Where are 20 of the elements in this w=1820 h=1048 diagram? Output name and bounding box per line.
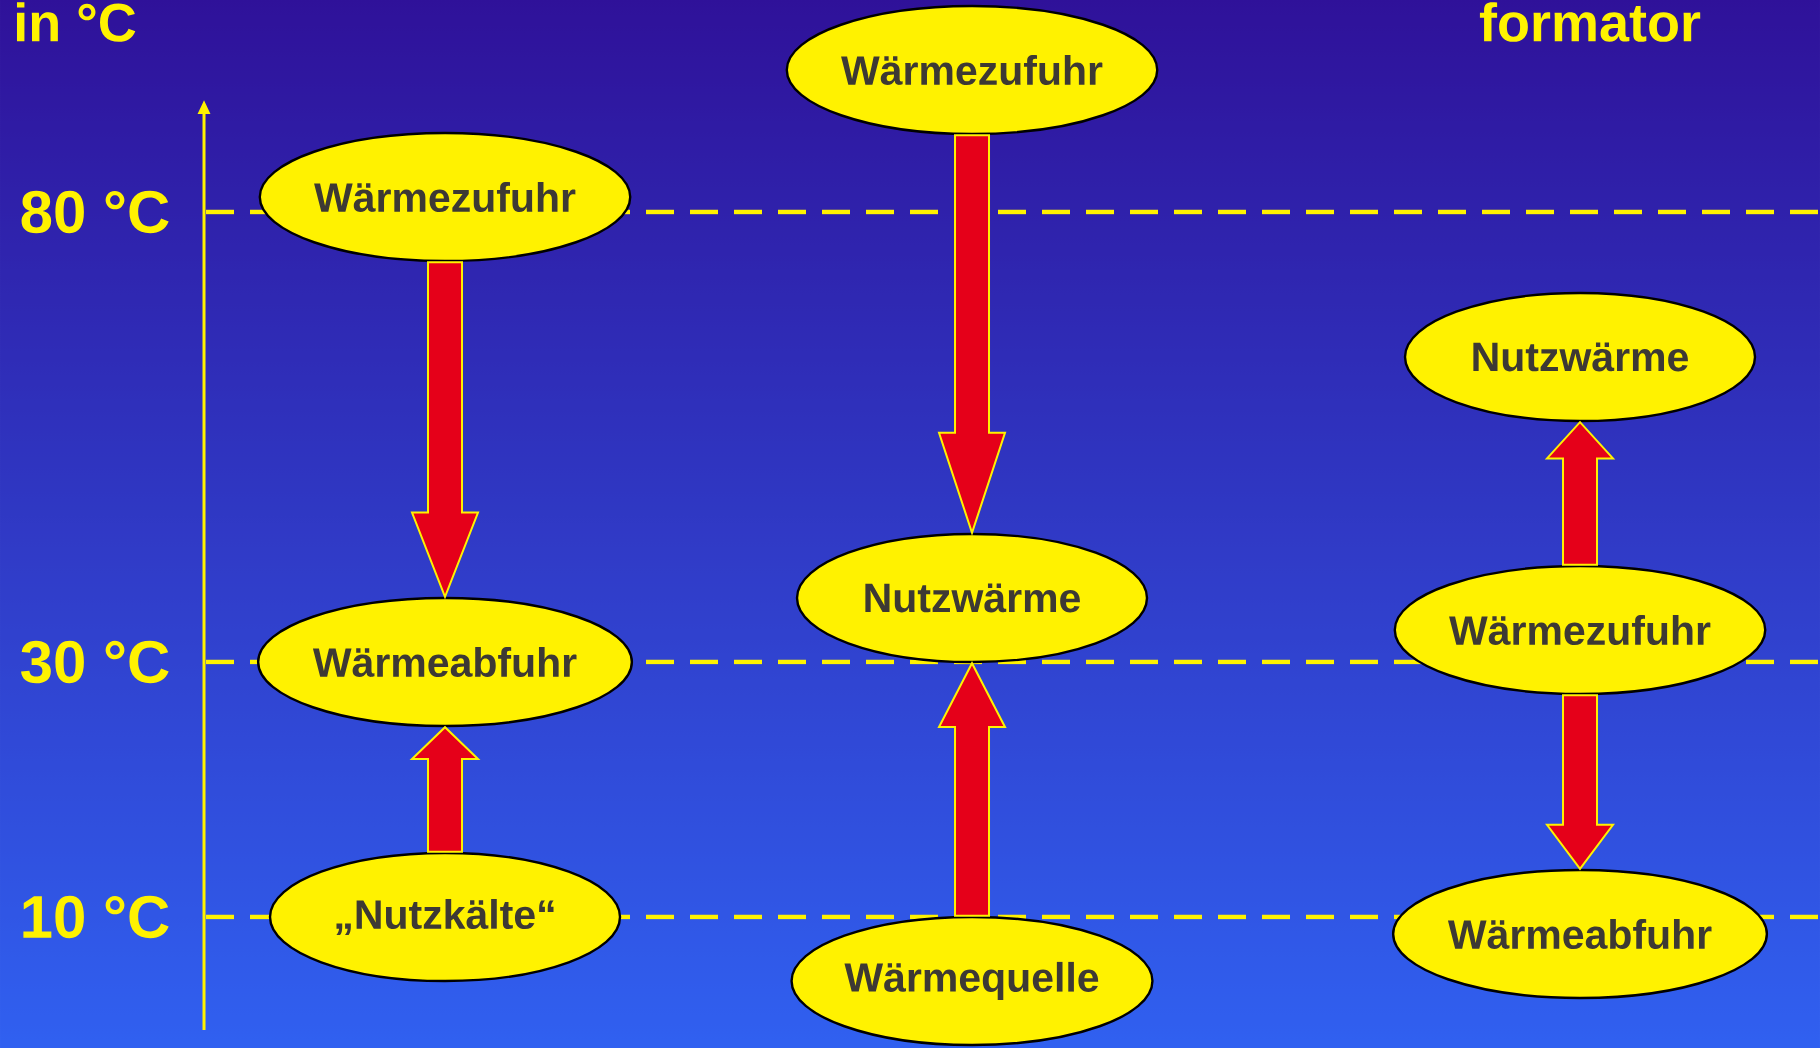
ellipse-node: Wärmeabfuhr — [1391, 868, 1769, 1000]
ellipse-node: Wärmezufuhr — [1393, 564, 1767, 696]
block-arrow — [937, 134, 1007, 536]
axis-label: in °C — [17, 2, 136, 42]
ellipse-node: „Nutzkälte“ — [268, 851, 622, 983]
ellipse-node: Nutzwärme — [795, 532, 1149, 664]
block-arrow — [937, 661, 1007, 917]
ellipse-node: Wärmequelle — [790, 915, 1154, 1047]
axis-label: 10 °C — [23, 895, 169, 939]
block-arrow — [1544, 420, 1616, 566]
ellipse-node: Wärmezufuhr — [785, 4, 1159, 136]
axis-label: formator — [1479, 2, 1701, 42]
axis-label: 30 °C — [21, 640, 169, 684]
ellipse-node: Wärmezufuhr — [258, 131, 632, 263]
ellipse-node: Nutzwärme — [1403, 291, 1757, 423]
axis-label: 80 °C — [21, 190, 169, 234]
block-arrow — [1545, 694, 1615, 871]
block-arrow — [409, 725, 481, 853]
block-arrow — [410, 261, 480, 600]
ellipse-node: Wärmeabfuhr — [256, 596, 634, 728]
